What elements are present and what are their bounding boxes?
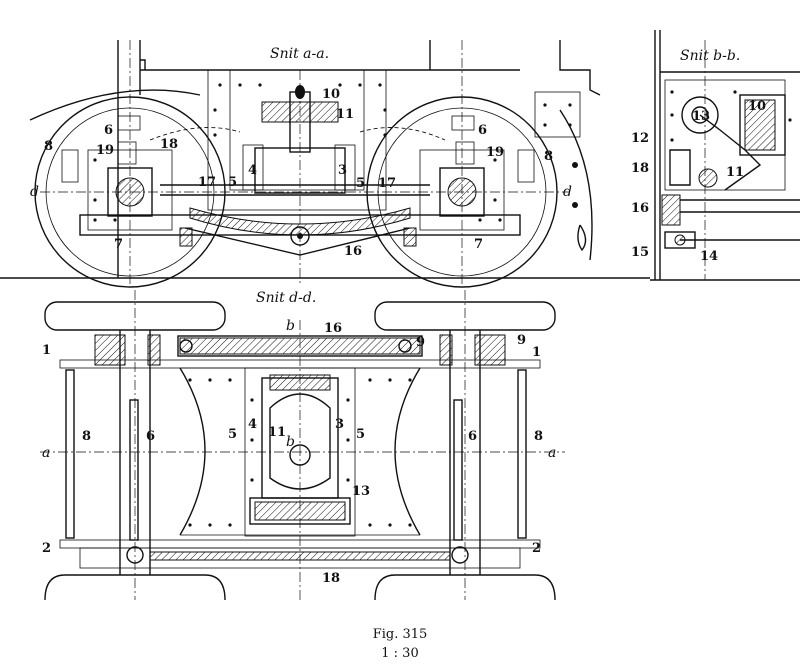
part-19-right: 19 — [486, 145, 504, 160]
leaf-spring — [189, 207, 411, 236]
rivets-bb — [670, 90, 792, 142]
part-6-dd-right: 6 — [468, 429, 477, 444]
part-1-left: 1 — [42, 343, 51, 358]
car-frame-right — [429, 40, 601, 96]
part-numbers-dd: 1 1 2 2 8 8 6 6 9 9 16 4 3 5 5 11 13 18 — [42, 321, 543, 586]
section-title-bb: Snit b-b. — [680, 48, 740, 64]
axis-a-left: a — [42, 445, 50, 461]
section-bb-view — [650, 30, 800, 281]
figure-scale: 1 : 30 — [381, 646, 419, 661]
part-17-left: 17 — [198, 175, 216, 190]
part-4: 4 — [248, 163, 257, 178]
rod-6-left — [129, 399, 139, 541]
part-12: 12 — [631, 131, 649, 146]
part-1-right: 1 — [532, 345, 541, 360]
part-8-right: 8 — [544, 149, 553, 164]
part-13-dd: 13 — [352, 484, 370, 499]
part-14: 14 — [700, 249, 718, 264]
pivot-plate — [269, 393, 331, 490]
part-6-right: 6 — [478, 123, 487, 138]
part-2-right: 2 — [532, 541, 541, 556]
rivets-aa — [93, 83, 578, 222]
car-frame — [117, 40, 520, 278]
rivets-dd — [188, 378, 412, 527]
rod-8-left — [65, 369, 75, 539]
part-7-right: 7 — [474, 237, 483, 252]
part-16: 16 — [344, 244, 362, 259]
bb-linkage — [699, 114, 762, 191]
part-8-dd-right: 8 — [534, 429, 543, 444]
part-9-right: 9 — [517, 333, 526, 348]
part-18: 18 — [160, 137, 178, 152]
part-18-bb: 18 — [631, 161, 649, 176]
part-11-bb: 11 — [726, 165, 744, 180]
hidden-lines — [149, 127, 446, 141]
axis-b-mid: b — [286, 434, 295, 450]
bolster-curve-right — [394, 367, 421, 536]
axis-a-right: a — [548, 445, 556, 461]
section-title-dd: Snit d-d. — [256, 290, 316, 306]
part-6-left: 6 — [104, 123, 113, 138]
part-19-left: 19 — [96, 143, 114, 158]
rod-8-right — [517, 369, 527, 539]
bolster-curve-left — [179, 367, 206, 536]
part-16-bb: 16 — [631, 201, 649, 216]
part-11: 11 — [336, 107, 354, 122]
axis-d-left: d — [30, 184, 39, 200]
section-aa-view — [0, 40, 650, 288]
body-curve-right — [559, 109, 593, 261]
axis-b-top: b — [286, 318, 295, 334]
part-17-right: 17 — [378, 176, 396, 191]
part-5-dd-left: 5 — [228, 427, 237, 442]
section-title-aa: Snit a-a. — [270, 46, 329, 62]
bb-frame-left — [654, 30, 661, 280]
part-numbers-bb: 13 10 12 18 11 16 15 14 — [631, 99, 766, 264]
axis-d-right: d — [563, 184, 572, 200]
rod-6-right — [453, 399, 463, 541]
part-7-left: 7 — [114, 237, 123, 252]
bolster-inner — [229, 69, 365, 191]
part-5-dd-right: 5 — [356, 427, 365, 442]
part-2-left: 2 — [42, 541, 51, 556]
part-16-dd: 16 — [324, 321, 342, 336]
part-10: 10 — [322, 87, 340, 102]
part-11-dd: 11 — [268, 425, 286, 440]
body-curve-left — [29, 89, 201, 121]
part-10-bb: 10 — [748, 99, 766, 114]
part-15: 15 — [631, 245, 649, 260]
longitudinal-5 — [160, 184, 430, 196]
axis-marks: d d a a b b — [30, 184, 572, 461]
part-6-dd-left: 6 — [146, 429, 155, 444]
part-18-dd: 18 — [322, 571, 340, 586]
part-8-dd-left: 8 — [82, 429, 91, 444]
figure-number: Fig. 315 — [372, 627, 428, 642]
part-8-left: 8 — [44, 139, 53, 154]
part-9-left: 9 — [416, 335, 425, 350]
part-3-dd: 3 — [335, 417, 344, 432]
part-5-left: 5 — [228, 175, 237, 190]
section-titles: Snit a-a. Snit b-b. Snit d-d. — [256, 46, 740, 306]
part-3: 3 — [338, 163, 347, 178]
part-13-bb: 13 — [692, 109, 710, 124]
part-5-right: 5 — [356, 176, 365, 191]
part-numbers-aa: 6 6 8 8 19 19 18 17 17 5 5 4 3 10 11 7 7… — [44, 87, 553, 259]
section-dd-view — [40, 290, 565, 601]
part-4-dd: 4 — [248, 417, 257, 432]
